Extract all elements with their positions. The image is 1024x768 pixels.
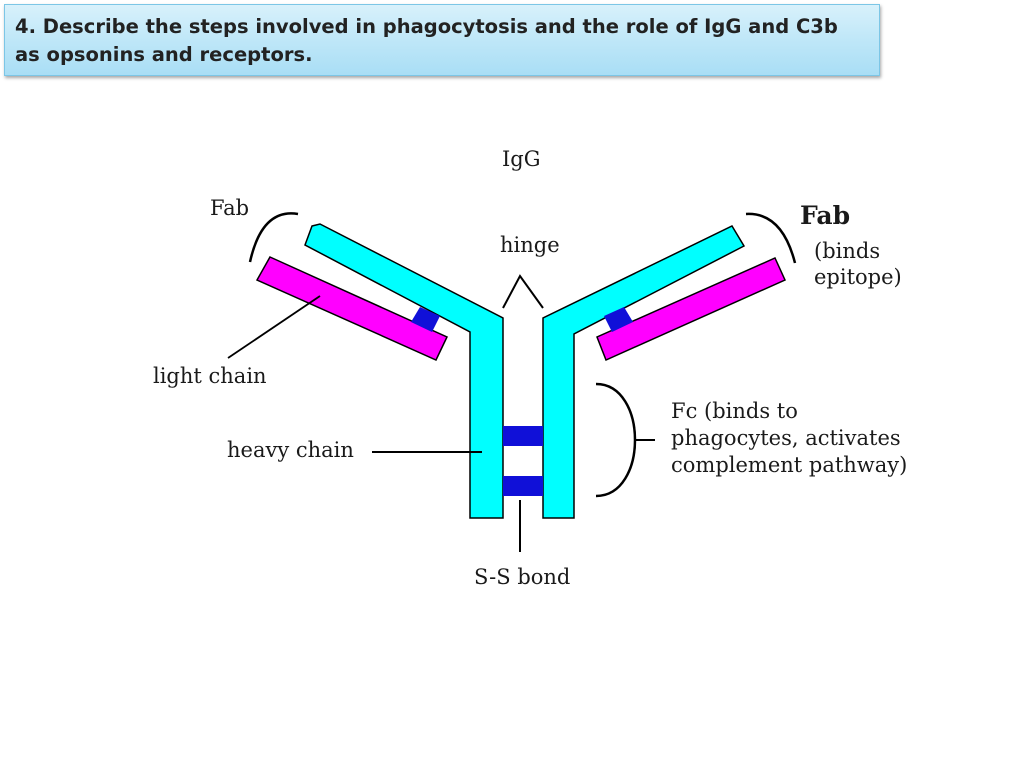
fab-right-note-line2: epitope) (814, 265, 902, 289)
fab-bracket-right (745, 212, 797, 264)
fab-right-label: Fab (800, 201, 850, 230)
hinge-pointer (502, 274, 544, 309)
slide-title: 4. Describe the steps involved in phagoc… (15, 15, 838, 66)
light-chain-pointer (227, 295, 321, 359)
heavy-chain-right (542, 225, 746, 519)
light-chain-right (596, 257, 786, 362)
fab-bracket-left (248, 212, 299, 263)
arm-disulfide-bond-right (604, 307, 633, 332)
hinge-disulfide-bond-lower (503, 476, 543, 496)
light-chain-label: light chain (153, 364, 267, 388)
igg-label: IgG (502, 147, 541, 171)
light-chain-left (255, 256, 449, 361)
fc-label-line1: Fc (binds to (671, 399, 798, 423)
ss-bond-label: S-S bond (474, 565, 570, 589)
heavy-chain-label: heavy chain (227, 438, 354, 462)
hinge-label: hinge (500, 233, 560, 257)
heavy-chain-left (304, 223, 504, 519)
arm-disulfide-bond-left (411, 307, 440, 332)
fc-label-line2: phagocytes, activates (671, 426, 901, 450)
fc-bracket (595, 382, 637, 498)
fab-right-note-line1: (binds (814, 239, 880, 263)
hinge-disulfide-bond-upper (503, 426, 543, 446)
fc-label-line3: complement pathway) (671, 453, 907, 477)
slide-title-box: 4. Describe the steps involved in phagoc… (4, 4, 880, 76)
fab-left-label: Fab (210, 196, 249, 220)
